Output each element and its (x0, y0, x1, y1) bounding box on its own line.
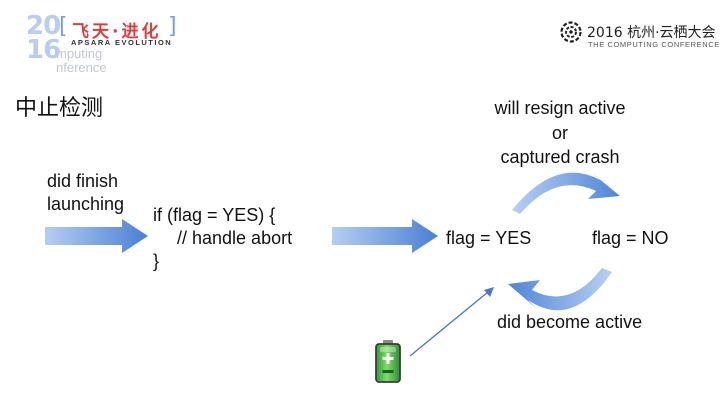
transition-label-top-2: or (551, 123, 568, 143)
event-logo: 20 16 [ 飞天·进化 ] APSARA EVOLUTION mputing… (26, 11, 206, 76)
transition-label-bottom: did become active (497, 312, 643, 332)
logo-sub-line2: nference (56, 60, 107, 75)
logo-english: APSARA EVOLUTION (71, 38, 173, 47)
arc-arrow-yes-to-no (512, 172, 620, 214)
logo-bracket-right: ] (168, 14, 177, 39)
battery-pointer-head (484, 287, 494, 297)
logo-sub-line1: mputing (56, 46, 103, 61)
battery-charging-icon (375, 340, 401, 383)
globe-dots-icon (560, 21, 582, 43)
page-title: 中止检测 (15, 96, 104, 121)
battery-pointer-line (409, 291, 489, 357)
state-flag-yes: flag = YES (446, 228, 532, 248)
conference-subtitle: THE COMPUTING CONFERENCE (588, 40, 720, 49)
conference-logo: 2016 杭州·云栖大会 THE COMPUTING CONFERENCE (560, 20, 719, 50)
arrow-check-to-state (332, 219, 438, 253)
logo-bracket-left: [ (59, 14, 68, 39)
logo-year-top: 20 (26, 11, 61, 41)
arrow-launch-to-check (45, 219, 148, 253)
arc-arrow-no-to-yes (508, 268, 612, 311)
logo-year-bottom: 16 (26, 35, 61, 65)
transition-label-top-1: will resign active (494, 98, 626, 118)
code-line-comment: // handle abort (177, 228, 293, 248)
code-line-close: } (153, 251, 160, 271)
logo-chinese: 飞天·进化 (72, 22, 162, 42)
start-label-line2: launching (47, 194, 125, 214)
transition-label-top-3: captured crash (500, 147, 620, 167)
code-line-if: if (flag = YES) { (153, 205, 276, 225)
conference-title: 2016 杭州·云栖大会 (587, 25, 716, 41)
start-label-line1: did finish (47, 171, 119, 191)
state-flag-no: flag = NO (592, 228, 669, 248)
